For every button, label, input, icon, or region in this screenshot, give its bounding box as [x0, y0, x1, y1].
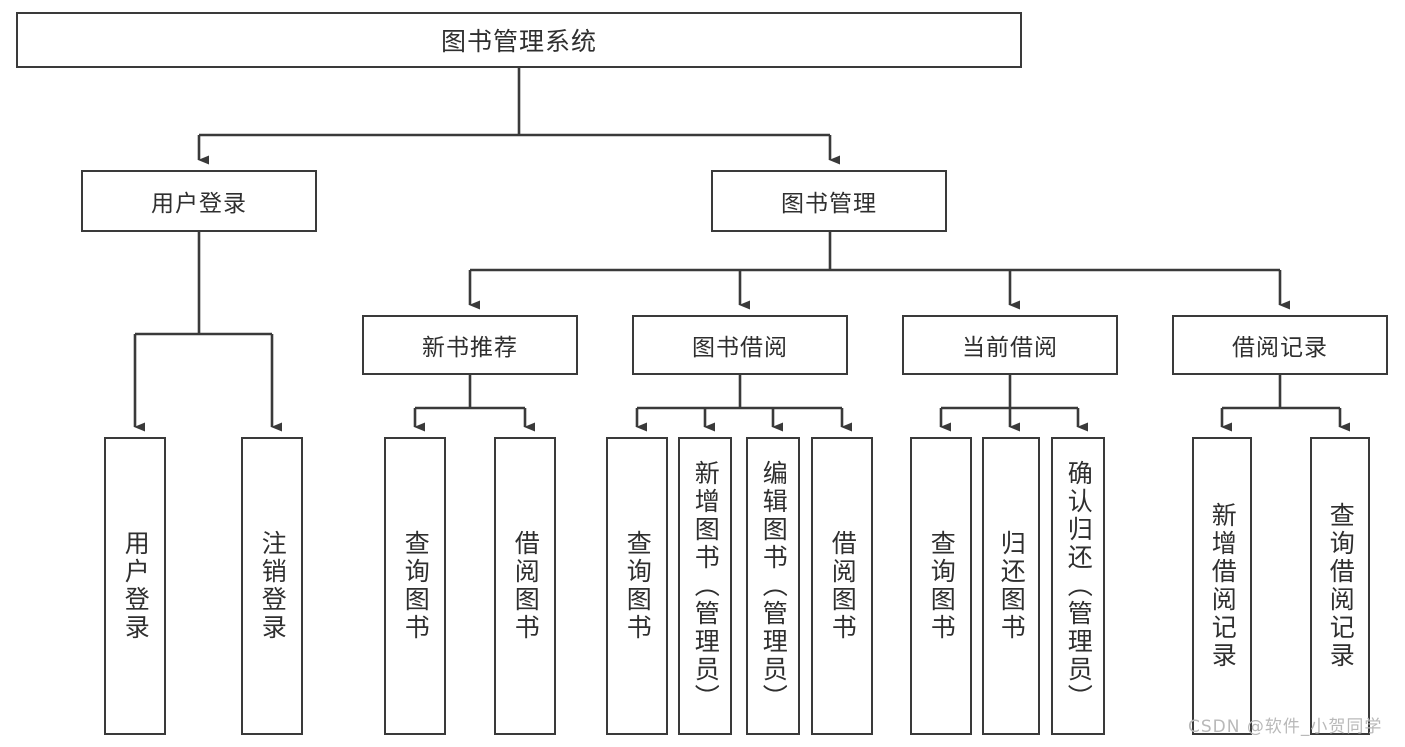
node-label: 借阅图书	[511, 530, 541, 642]
leaf-query-book-recommend[interactable]: 查询图书	[384, 437, 446, 735]
node-label: 用户登录	[151, 191, 247, 217]
node-label: 图书管理	[781, 191, 877, 217]
leaf-borrow-book-recommend[interactable]: 借阅图书	[494, 437, 556, 735]
leaf-user-login[interactable]: 用户登录	[104, 437, 166, 735]
node-label: 图书借阅	[692, 335, 788, 361]
node-label: 确认归还（管理员）	[1064, 460, 1094, 712]
node-label: 新增借阅记录	[1208, 502, 1238, 670]
leaf-confirm-return-admin[interactable]: 确认归还（管理员）	[1051, 437, 1105, 735]
leaf-return-book[interactable]: 归还图书	[982, 437, 1040, 735]
leaf-borrow-book[interactable]: 借阅图书	[811, 437, 873, 735]
node-label: 图书管理系统	[440, 27, 597, 56]
node-label: 用户登录	[121, 530, 151, 642]
leaf-logout[interactable]: 注销登录	[241, 437, 303, 735]
leaf-edit-book-admin[interactable]: 编辑图书（管理员）	[746, 437, 800, 735]
leaf-add-borrow-record[interactable]: 新增借阅记录	[1192, 437, 1252, 735]
node-borrow-record[interactable]: 借阅记录	[1172, 315, 1388, 375]
node-label: 编辑图书（管理员）	[759, 460, 789, 712]
node-book-borrow[interactable]: 图书借阅	[632, 315, 848, 375]
node-user-login[interactable]: 用户登录	[81, 170, 317, 232]
node-label: 查询借阅记录	[1326, 502, 1356, 670]
node-current-borrow[interactable]: 当前借阅	[902, 315, 1118, 375]
node-label: 注销登录	[258, 530, 288, 642]
leaf-query-book-current[interactable]: 查询图书	[910, 437, 972, 735]
leaf-query-borrow-record[interactable]: 查询借阅记录	[1310, 437, 1370, 735]
node-new-book-recommend[interactable]: 新书推荐	[362, 315, 578, 375]
node-label: 新书推荐	[422, 335, 518, 361]
node-label: 归还图书	[997, 530, 1027, 642]
node-label: 查询图书	[401, 530, 431, 642]
node-book-management[interactable]: 图书管理	[711, 170, 947, 232]
csdn-watermark: CSDN @软件_小贺同学	[1188, 717, 1383, 737]
node-root-system[interactable]: 图书管理系统	[16, 12, 1022, 68]
node-label: 新增图书（管理员）	[691, 460, 721, 712]
node-label: 查询图书	[623, 530, 653, 642]
leaf-add-book-admin[interactable]: 新增图书（管理员）	[678, 437, 732, 735]
node-label: 借阅图书	[828, 530, 858, 642]
node-label: 当前借阅	[962, 335, 1058, 361]
leaf-query-book-borrow[interactable]: 查询图书	[606, 437, 668, 735]
node-label: 查询图书	[927, 530, 957, 642]
node-label: 借阅记录	[1232, 335, 1328, 361]
